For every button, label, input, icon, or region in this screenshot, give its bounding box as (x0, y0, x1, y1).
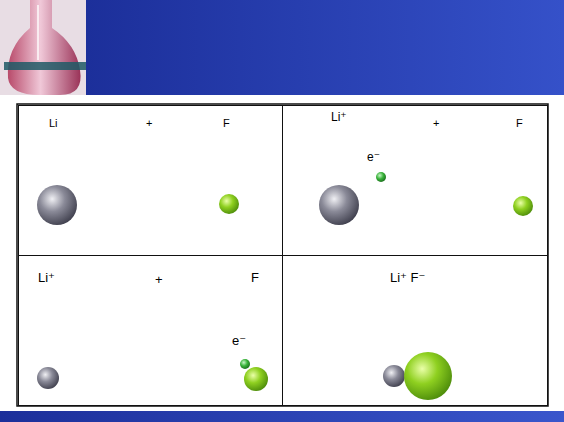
symbol-label: F (516, 117, 523, 129)
symbol-label: + (155, 273, 163, 287)
electron-label: e⁻ (367, 151, 380, 164)
flask-image (8, 0, 81, 95)
panel-box: Li⁺ + Fe⁻ (18, 255, 283, 406)
panel-box: Li⁺ F⁻ (282, 255, 548, 406)
footer-band (0, 411, 564, 422)
lithium-atom (319, 185, 359, 225)
header-band (86, 0, 564, 95)
symbol-label: F (251, 271, 259, 285)
electron (376, 172, 386, 182)
symbol-label: F (223, 117, 230, 129)
symbol-label: + (433, 117, 439, 129)
panel-box: Li + F (18, 105, 283, 256)
panel-box: Li⁺ + Fe⁻ (282, 105, 548, 256)
lithium-ion (383, 365, 405, 387)
fluorine-atom (244, 367, 268, 391)
lithium-atom (37, 185, 77, 225)
symbol-label: + (146, 117, 152, 129)
fluoride-ion (404, 352, 452, 400)
flask-highlight (37, 5, 39, 60)
grid-frame (17, 104, 548, 406)
flask-band (4, 62, 86, 70)
electron-label: e⁻ (232, 334, 246, 348)
symbol-label: Li⁺ F⁻ (390, 271, 425, 285)
electron (240, 359, 250, 369)
lithium-ion (37, 367, 59, 389)
fluorine-atom (219, 194, 239, 214)
symbol-label: Li⁺ (38, 271, 55, 285)
symbol-label: Li (49, 117, 58, 129)
fluorine-atom (513, 196, 533, 216)
header-image (0, 0, 86, 95)
symbol-label: Li⁺ (331, 111, 347, 124)
